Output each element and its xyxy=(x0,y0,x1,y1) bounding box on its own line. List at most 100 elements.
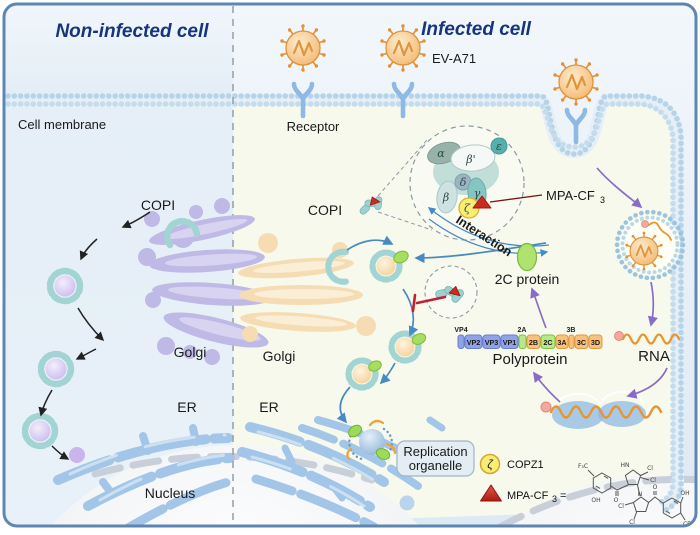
nucleus-label: Nucleus xyxy=(145,485,196,501)
segment-vp2 xyxy=(464,334,483,349)
mpa-pointer-line xyxy=(489,194,543,203)
mpa-inhibition xyxy=(411,265,478,319)
golgi-right-label: Golgi xyxy=(263,348,296,364)
mpa-cf3-triangle-bound xyxy=(472,195,492,209)
cell-membrane xyxy=(5,93,684,513)
replication-organelle-callout: Replication organelle xyxy=(396,440,475,477)
replication-label-line1: Replication xyxy=(403,444,467,459)
copi-vesicle-infected-1 xyxy=(373,249,409,280)
transport-arrows-left xyxy=(38,211,151,460)
segment-2b xyxy=(526,334,541,349)
rna-5prime-cap xyxy=(641,220,649,228)
svg-text:O: O xyxy=(614,497,619,504)
protein-2c-oval xyxy=(516,242,538,272)
mpa-equals: = xyxy=(560,490,566,502)
segment-2a xyxy=(518,334,527,349)
segment-vp3 xyxy=(482,334,501,349)
replication-organelle xyxy=(346,419,397,461)
segment-3b xyxy=(568,334,575,349)
segment-3c xyxy=(574,334,589,349)
segment-3a-label: 3A xyxy=(557,338,566,347)
copi-vesicle-infected-3 xyxy=(349,359,382,388)
copi-right-label: COPI xyxy=(308,202,342,218)
mpa-pointer-prefix: MPA-CF xyxy=(546,188,595,203)
segment-2b-label: 2B xyxy=(529,338,538,347)
cargo-vesicle xyxy=(69,447,85,463)
callout-vp4: VP4 xyxy=(454,327,467,334)
subunit-gamma-label: γ xyxy=(474,187,481,200)
svg-text:Cl: Cl xyxy=(629,519,635,526)
rna-genome xyxy=(614,331,681,345)
svg-text:F₃C: F₃C xyxy=(578,463,588,470)
svg-text:Cl: Cl xyxy=(618,503,624,510)
copi-vesicle-left-2 xyxy=(41,354,71,384)
segment-3c-label: 3C xyxy=(577,338,586,347)
segment-3d xyxy=(588,334,603,349)
subunit-beta-prime-label: β' xyxy=(465,153,475,166)
mpa-legend-prefix: MPA-CF xyxy=(507,490,549,502)
title-non-infected: Non-infected cell xyxy=(55,21,209,42)
mpa-legend-sub: 3 xyxy=(552,494,557,504)
replication-label-line2: organelle xyxy=(409,458,463,473)
segment-2c-label: 2C xyxy=(543,338,552,347)
segment-vp1 xyxy=(500,334,519,349)
svg-text:N: N xyxy=(638,491,643,498)
svg-text:HN: HN xyxy=(621,462,630,469)
rna-label: RNA xyxy=(638,348,670,365)
copi-coat-budding-left xyxy=(163,218,201,249)
segment-vp4 xyxy=(457,334,465,349)
segment-vp2-label: VP2 xyxy=(467,338,481,347)
subunit-delta-label: δ xyxy=(460,176,467,189)
mpa-cf3-structure: F₃C OH O HN Cl Cl N Cl Cl O OH CF₃ xyxy=(578,462,694,526)
protein-2c-label: 2C protein xyxy=(495,271,560,287)
golgi-left-label: Golgi xyxy=(174,344,207,360)
segment-vp1-label: VP1 xyxy=(503,338,517,347)
copb-subunit xyxy=(436,180,458,214)
er-right-label: ER xyxy=(259,399,278,415)
segment-3a xyxy=(555,334,569,349)
inhibition-t-bar xyxy=(411,293,447,313)
cell-membrane-label: Cell membrane xyxy=(18,117,106,132)
membrane-inner-leaflet xyxy=(5,101,676,505)
legend: ζ COPZ1 MPA-CF 3 = xyxy=(479,453,566,504)
polyprotein-bar: VP4 2A 3B VP2 VP3 VP1 2B 2C 3A 3C 3D xyxy=(454,327,603,349)
ev-a71-label: EV-A71 xyxy=(432,51,476,66)
copi-coat-budding-right xyxy=(325,248,352,285)
copz1-zeta-glyph: ζ xyxy=(487,458,494,472)
svg-text:O: O xyxy=(653,484,658,491)
svg-text:Cl: Cl xyxy=(650,477,656,484)
er-left-tubules xyxy=(53,424,237,526)
copi-vesicle-left-3 xyxy=(25,416,55,446)
copi-complex-inset: α β' ε β δ γ ζ xyxy=(377,125,543,241)
svg-text:OH: OH xyxy=(680,490,689,497)
segment-2c xyxy=(540,334,556,349)
mpa-cf3-legend-icon xyxy=(480,484,502,502)
svg-text:OH: OH xyxy=(591,497,600,504)
copi-vesicle-left-1 xyxy=(50,271,80,301)
rna-releasing xyxy=(648,221,672,241)
subunit-alpha-label: α xyxy=(437,147,445,160)
rna-replication-complex xyxy=(540,390,663,429)
segment-3d-label: 3D xyxy=(591,338,600,347)
svg-text:Cl: Cl xyxy=(647,465,653,472)
golgi-right xyxy=(238,233,376,342)
subunit-epsilon-label: ε xyxy=(496,140,502,153)
lifecycle-arrows xyxy=(530,167,668,403)
mpa-pointer-sub: 3 xyxy=(600,195,605,205)
golgi-left xyxy=(138,198,272,365)
polyprotein-label: Polyprotein xyxy=(492,351,567,368)
er-left-label: ER xyxy=(177,399,196,415)
copz1-legend-icon xyxy=(479,453,501,475)
cope-subunit xyxy=(490,137,508,155)
copz1-label: COPZ1 xyxy=(507,459,544,471)
segment-vp3-label: VP3 xyxy=(485,338,499,347)
copi-left-label: COPI xyxy=(141,197,175,213)
callout-2a: 2A xyxy=(518,327,527,334)
receptor-label: Receptor xyxy=(287,119,340,134)
callout-3b: 3B xyxy=(567,327,576,334)
copb2-subunit xyxy=(450,144,496,172)
subunit-zeta-label: ζ xyxy=(464,202,471,215)
figure-border xyxy=(2,2,698,528)
